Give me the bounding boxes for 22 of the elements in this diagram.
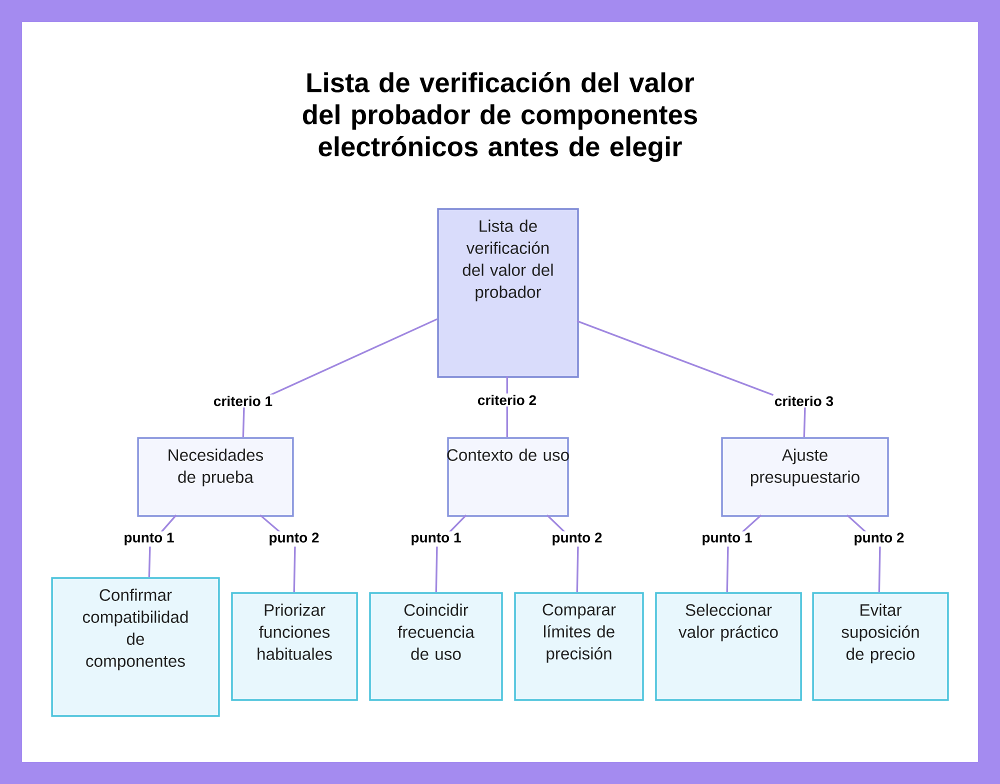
- edge-label: punto 2: [267, 531, 321, 547]
- edge-label: criterio 3: [773, 394, 835, 408]
- item-box: Comparar límites de precisión: [514, 592, 644, 701]
- edge-label: punto 1: [700, 531, 754, 547]
- item-box: Confirmar compatibilidad de componentes: [51, 577, 220, 717]
- edge-label: criterio 1: [212, 394, 274, 408]
- item-box: Evitar suposición de precio: [812, 592, 949, 701]
- connector-line: [242, 318, 438, 438]
- edge-label: criterio 2: [476, 394, 538, 406]
- edge-label: punto 2: [852, 531, 906, 547]
- edge-label: punto 1: [409, 531, 463, 547]
- item-box: Seleccionar valor práctico: [655, 592, 802, 701]
- category-box: Contexto de uso: [447, 437, 569, 517]
- category-box: Necesidades de prueba: [137, 437, 294, 517]
- item-box: Coincidir frecuencia de uso: [369, 592, 503, 701]
- edge-label: punto 1: [122, 531, 176, 547]
- root-box: Lista de verificación del valor del probador: [437, 208, 579, 378]
- item-box: Priorizar funciones habituales: [231, 592, 358, 701]
- category-box: Ajuste presupuestario: [721, 437, 889, 517]
- connector-line: [576, 320, 806, 438]
- edge-label: punto 2: [550, 531, 604, 547]
- title: Lista de verificación del valor del probador de componentes electrónicos antes de elegir: [302, 72, 698, 162]
